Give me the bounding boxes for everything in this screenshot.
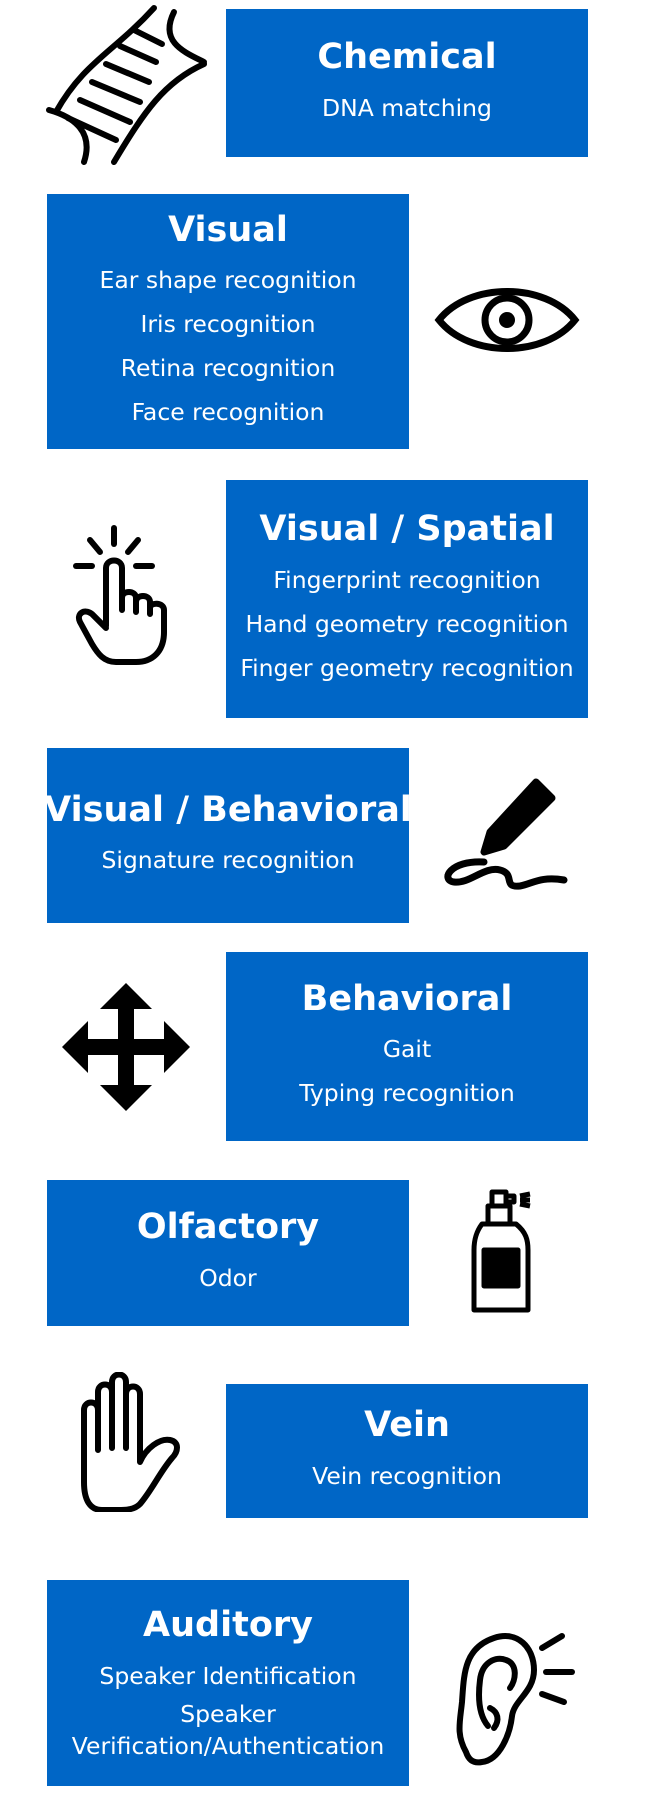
category-item: Fingerprint recognition — [273, 565, 541, 594]
category-items: Fingerprint recognition Hand geometry re… — [240, 558, 573, 690]
category-card-olfactory: Olfactory Odor — [47, 1180, 409, 1326]
category-item: Signature recognition — [101, 846, 355, 875]
category-item: Retina recognition — [120, 354, 336, 383]
category-items: Odor — [199, 1256, 256, 1300]
perfume-bottle-icon — [470, 1188, 536, 1314]
category-card-auditory: Auditory Speaker Identification Speaker … — [47, 1580, 409, 1786]
category-items: Gait Typing recognition — [299, 1027, 515, 1115]
ear-icon — [454, 1630, 578, 1766]
category-title: Visual / Spatial — [259, 509, 555, 550]
category-items: Signature recognition — [101, 838, 354, 882]
category-title: Behavioral — [301, 978, 513, 1019]
category-card-visual-behavioral: Visual / Behavioral Signature recognitio… — [44, 748, 412, 923]
category-item: Ear shape recognition — [99, 266, 357, 295]
category-item: Hand geometry recognition — [245, 609, 569, 638]
category-item: Gait — [382, 1035, 432, 1064]
category-item: DNA matching — [322, 93, 492, 122]
category-card-vein: Vein Vein recognition — [226, 1384, 588, 1518]
touch-hand-icon — [72, 522, 180, 666]
category-item: Speaker Verification/Authentication — [71, 1699, 385, 1760]
category-title: Auditory — [143, 1605, 313, 1646]
category-item: Speaker Identification — [99, 1661, 357, 1690]
category-card-chemical: Chemical DNA matching — [226, 9, 588, 157]
open-hand-icon — [78, 1372, 186, 1512]
category-item: Finger geometry recognition — [240, 653, 574, 682]
category-card-behavioral: Behavioral Gait Typing recognition — [226, 952, 588, 1141]
category-item: Face recognition — [131, 398, 325, 427]
category-items: Speaker Identification Speaker Verificat… — [57, 1654, 399, 1762]
category-title: Chemical — [317, 37, 497, 78]
category-item: Odor — [199, 1263, 257, 1292]
category-item: Vein recognition — [312, 1461, 502, 1490]
category-items: DNA matching — [322, 86, 492, 130]
eye-icon — [434, 278, 580, 362]
category-card-visual-spatial: Visual / Spatial Fingerprint recognition… — [226, 480, 588, 718]
category-card-visual: Visual Ear shape recognition Iris recogn… — [47, 194, 409, 449]
category-title: Olfactory — [136, 1207, 320, 1248]
category-item: Typing recognition — [299, 1079, 515, 1108]
move-arrows-icon — [62, 983, 190, 1111]
category-items: Vein recognition — [312, 1454, 502, 1498]
category-items: Ear shape recognition Iris recognition R… — [99, 258, 356, 434]
category-title: Visual / Behavioral — [44, 789, 412, 830]
signature-pen-icon — [440, 776, 572, 890]
dna-icon — [44, 2, 214, 167]
category-title: Vein — [364, 1405, 450, 1446]
category-title: Visual — [168, 209, 288, 250]
category-item: Iris recognition — [140, 310, 316, 339]
